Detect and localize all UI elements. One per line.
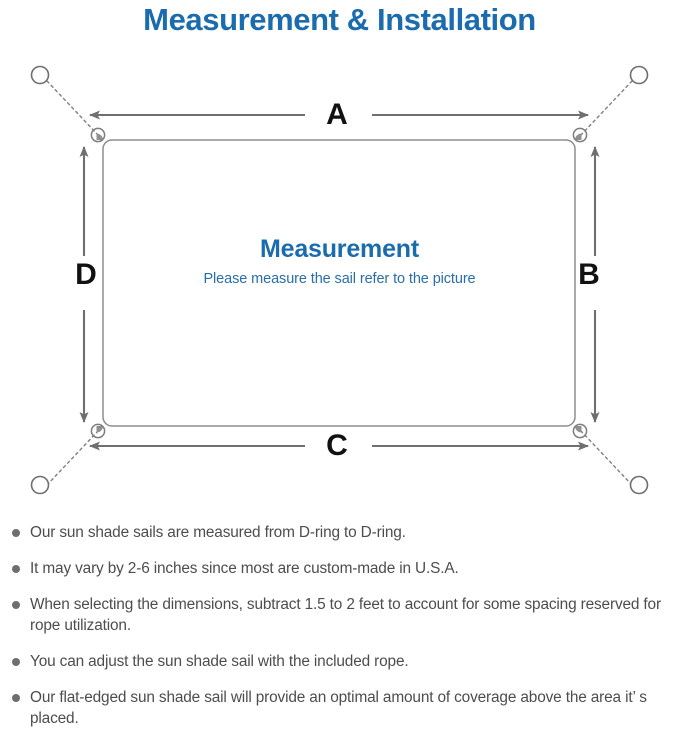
d-ring-top-right bbox=[572, 127, 588, 143]
list-item: Our flat-edged sun shade sail will provi… bbox=[0, 687, 679, 729]
list-item: It may vary by 2-6 inches since most are… bbox=[0, 558, 679, 579]
list-item: When selecting the dimensions, subtract … bbox=[0, 594, 679, 636]
measurement-caption: Measurement Please measure the sail refe… bbox=[0, 235, 679, 287]
rope-bottom-right bbox=[579, 429, 633, 486]
list-item: You can adjust the sun shade sail with t… bbox=[0, 651, 679, 672]
d-ring-bottom-right bbox=[572, 423, 588, 439]
diagram-svg bbox=[30, 65, 649, 495]
dimension-label-d: D bbox=[75, 258, 97, 291]
rope-top-left bbox=[46, 80, 100, 137]
rope-lines bbox=[46, 80, 633, 486]
note-text: Our flat-edged sun shade sail will provi… bbox=[30, 689, 647, 727]
bullet-icon bbox=[12, 658, 20, 666]
rope-top-right bbox=[579, 80, 633, 137]
measurement-subheading: Please measure the sail refer to the pic… bbox=[203, 270, 476, 287]
bullet-icon bbox=[12, 601, 20, 609]
sail-measurement-diagram: A B C D Measurement Please measure the s… bbox=[0, 48, 679, 518]
anchor-bottom-right bbox=[629, 475, 649, 495]
bullet-icon bbox=[12, 529, 20, 537]
bullet-icon bbox=[12, 694, 20, 702]
dimension-arrows bbox=[79, 110, 600, 451]
measurement-heading: Measurement bbox=[260, 235, 419, 263]
anchor-top-left bbox=[30, 65, 50, 85]
d-rings bbox=[90, 127, 588, 439]
notes-list: Our sun shade sails are measured from D-… bbox=[0, 522, 679, 729]
dimension-label-a: A bbox=[326, 98, 348, 131]
anchor-top-right bbox=[629, 65, 649, 85]
list-item: Our sun shade sails are measured from D-… bbox=[0, 522, 679, 543]
note-text: When selecting the dimensions, subtract … bbox=[30, 596, 661, 634]
dimension-label-b: B bbox=[578, 258, 600, 291]
sail-outline bbox=[102, 139, 576, 427]
rope-bottom-left bbox=[46, 429, 100, 486]
d-ring-bottom-left bbox=[90, 423, 106, 439]
note-text: It may vary by 2-6 inches since most are… bbox=[30, 560, 459, 577]
bullet-icon bbox=[12, 565, 20, 573]
note-text: You can adjust the sun shade sail with t… bbox=[30, 653, 409, 670]
dimension-label-c: C bbox=[326, 429, 348, 462]
anchor-points bbox=[30, 65, 649, 495]
anchor-bottom-left bbox=[30, 475, 50, 495]
note-text: Our sun shade sails are measured from D-… bbox=[30, 524, 406, 541]
page-title: Measurement & Installation bbox=[143, 2, 536, 37]
d-ring-top-left bbox=[90, 127, 106, 143]
